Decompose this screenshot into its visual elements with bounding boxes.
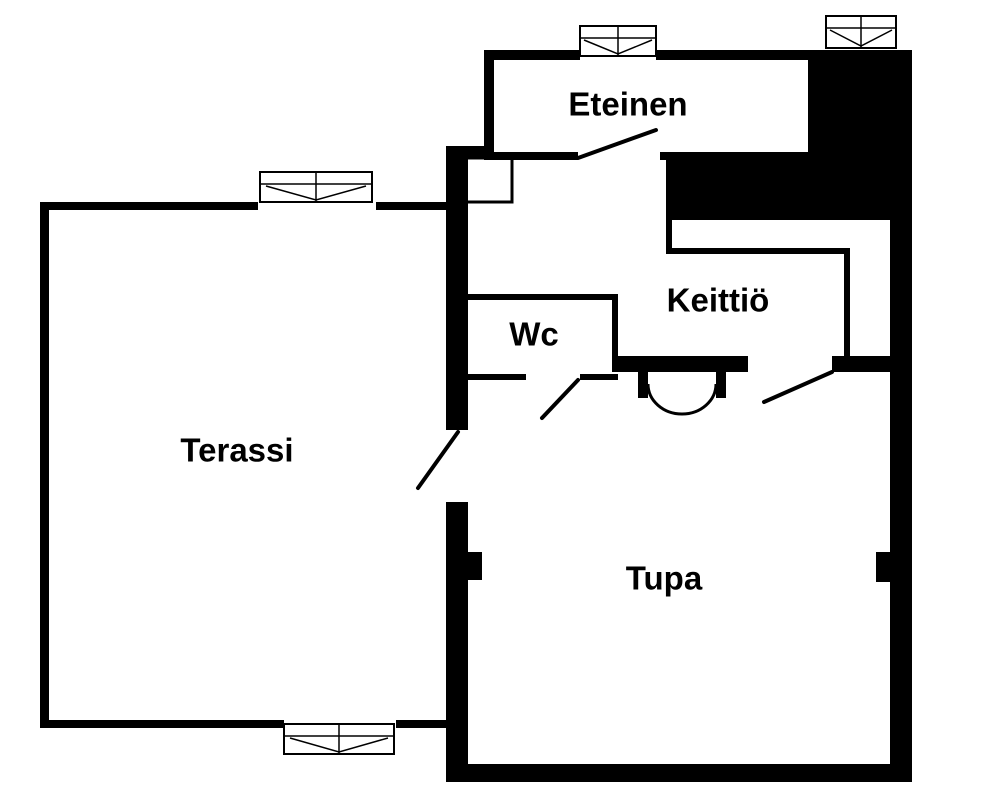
eteinen-right-wall [808, 50, 814, 158]
house-walls [446, 50, 912, 782]
eteinen-bottom-wall-left [484, 152, 578, 160]
terrace-bottom-wall-right [396, 720, 448, 728]
black-block-upper [814, 50, 912, 160]
house-bottom-wall [446, 764, 912, 782]
room-label-wc: Wc [509, 316, 559, 353]
door-keittio-tupa [762, 370, 834, 404]
oven-arc [646, 383, 718, 416]
wc-top-wall [466, 294, 618, 300]
keittio-left-wall-upper [666, 158, 672, 254]
keittio-bottom-wall [612, 356, 748, 372]
door-wc [540, 378, 580, 420]
room-label-eteinen: Eteinen [568, 86, 687, 123]
closet-box [466, 156, 514, 204]
eteinen-top-wall-left [484, 50, 580, 60]
tupa-right-pilaster [876, 552, 892, 582]
keittio-top-wall [666, 248, 850, 254]
terrace-top-wall-left [40, 202, 258, 210]
wc-bottom-wall-left [466, 374, 526, 380]
house-left-wall-upper [446, 146, 468, 430]
window-eteinen [579, 25, 657, 57]
doors [416, 128, 834, 490]
terrace-walls [40, 202, 448, 728]
eteinen-left-wall [484, 50, 494, 158]
wc-right-wall [612, 294, 618, 372]
oven-left-post [638, 370, 648, 398]
terrace-left-wall [40, 202, 49, 728]
oven-right-post [716, 370, 726, 398]
room-label-terassi: Terassi [180, 432, 293, 469]
room-labels: Eteinen Keittiö Wc Terassi Tupa [180, 86, 769, 597]
house-left-wall-lower [446, 502, 468, 780]
black-block [668, 50, 912, 220]
window-top-right [825, 15, 897, 49]
door-terrace [416, 430, 460, 490]
terrace-bottom-wall-left [40, 720, 284, 728]
keittio-right-wall [844, 248, 850, 362]
keittio-bottom-right-wall [832, 356, 892, 372]
keittio-walls [612, 158, 892, 416]
terrace-top-wall-right [376, 202, 448, 210]
windows [259, 15, 897, 755]
black-block-lower [668, 158, 912, 220]
wc-bottom-wall-right [580, 374, 618, 380]
eteinen-top-wall-right [656, 50, 826, 60]
house-right-wall [890, 50, 912, 782]
room-label-keittio: Keittiö [667, 282, 770, 319]
eteinen-bottom-wall-right [660, 152, 814, 160]
eteinen-walls [466, 50, 826, 204]
room-label-tupa: Tupa [626, 560, 703, 597]
entrance-top-left-wall [446, 146, 492, 158]
door-eteinen [576, 128, 658, 160]
tupa-left-pilaster [466, 552, 482, 580]
window-terrace-top [259, 171, 373, 203]
wc-walls [466, 294, 618, 380]
window-terrace-bottom [283, 723, 395, 755]
